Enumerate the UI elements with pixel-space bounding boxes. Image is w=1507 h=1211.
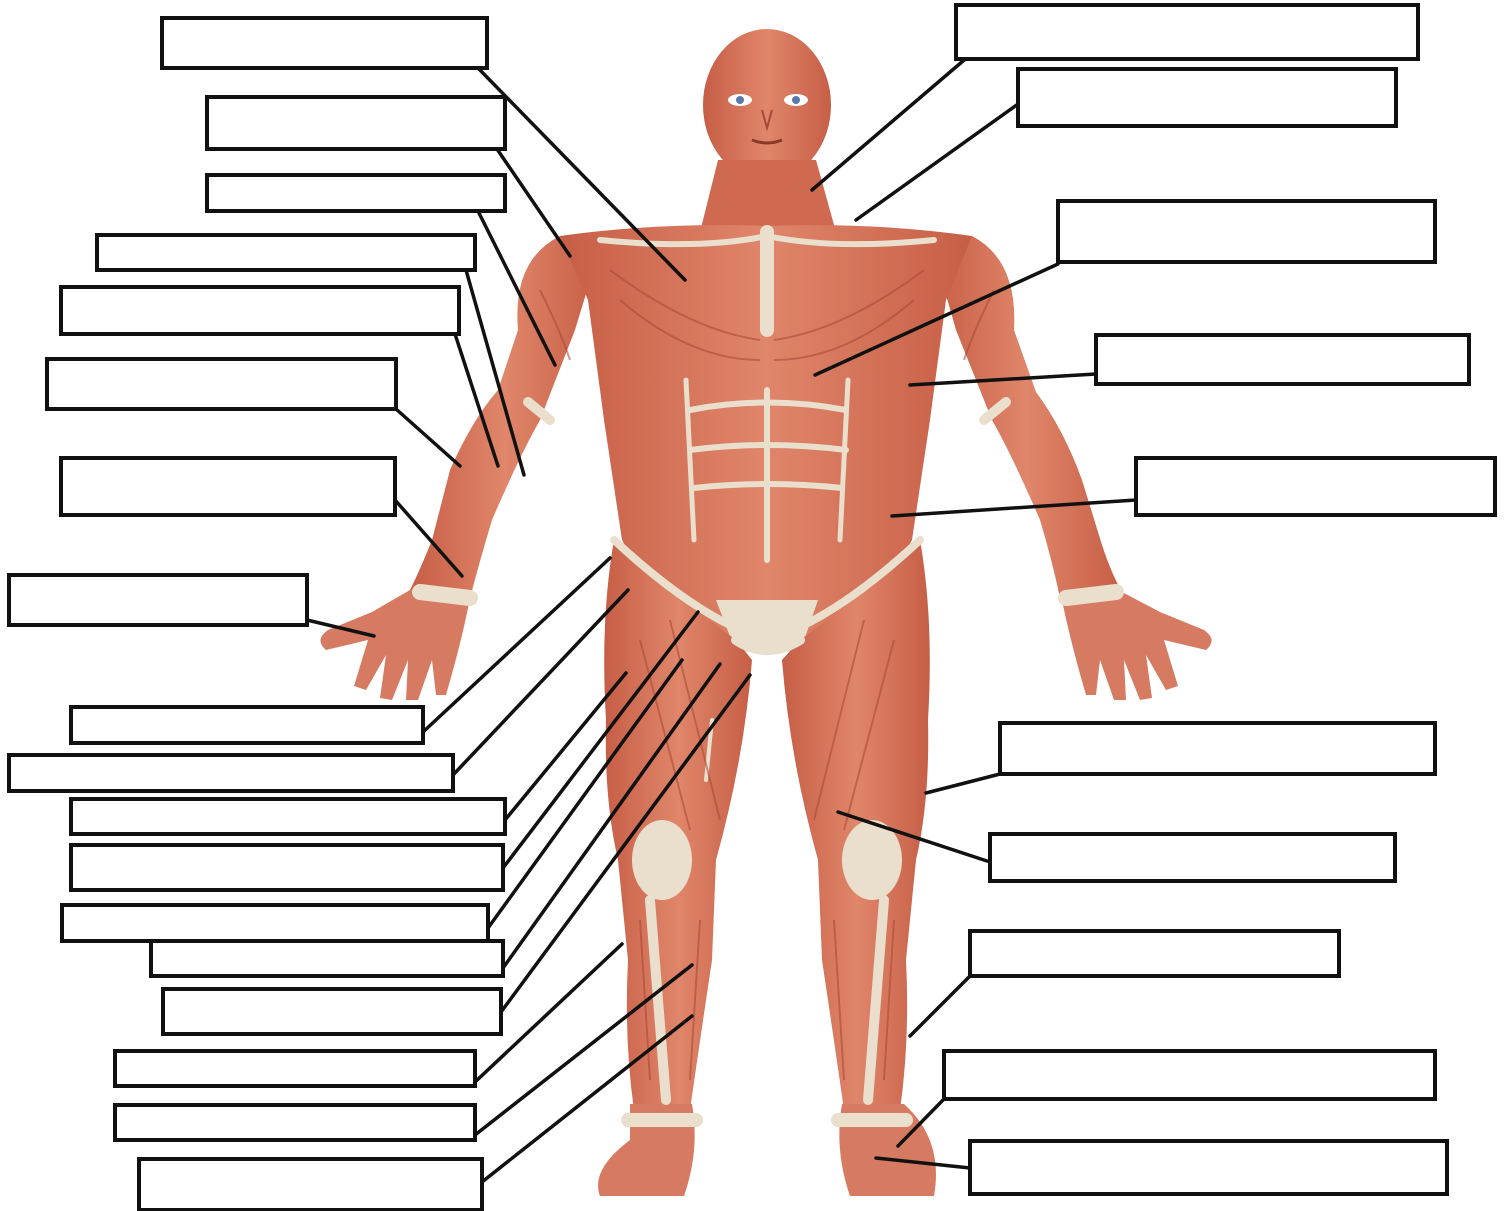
neck (700, 160, 836, 232)
label-box-21[interactable] (1058, 201, 1435, 262)
label-box-10[interactable] (9, 755, 453, 791)
arm-right (932, 236, 1122, 598)
label-box-17[interactable] (115, 1105, 475, 1140)
label-box-13[interactable] (62, 905, 488, 941)
label-box-4[interactable] (97, 235, 475, 270)
label-box-3[interactable] (207, 175, 505, 211)
label-box-16[interactable] (115, 1051, 475, 1086)
label-box-23[interactable] (1136, 458, 1495, 515)
head (703, 29, 831, 181)
label-box-26[interactable] (970, 931, 1339, 976)
label-box-6[interactable] (47, 359, 396, 409)
label-box-2[interactable] (207, 97, 505, 149)
label-box-9[interactable] (71, 707, 423, 743)
label-box-7[interactable] (61, 458, 395, 515)
label-box-27[interactable] (944, 1051, 1435, 1099)
leader-line-10 (453, 590, 628, 775)
label-box-11[interactable] (71, 799, 505, 834)
leader-line-20 (856, 104, 1018, 220)
leader-line-24 (926, 774, 1000, 793)
label-box-8[interactable] (9, 575, 307, 625)
leader-line-2 (497, 149, 570, 256)
label-box-28[interactable] (970, 1141, 1447, 1194)
label-box-12[interactable] (71, 845, 503, 890)
label-box-15[interactable] (163, 989, 501, 1034)
label-box-19[interactable] (956, 5, 1418, 59)
hand-left (320, 590, 470, 700)
leader-line-6 (396, 409, 460, 466)
label-box-14[interactable] (151, 941, 503, 976)
leader-line-19 (812, 55, 970, 190)
leader-line-23 (892, 500, 1136, 516)
label-box-5[interactable] (61, 287, 459, 334)
label-box-24[interactable] (1000, 723, 1435, 774)
label-box-1[interactable] (162, 18, 487, 68)
label-box-20[interactable] (1018, 69, 1396, 126)
label-box-25[interactable] (990, 834, 1395, 881)
hand-right (1062, 592, 1212, 700)
label-box-18[interactable] (139, 1159, 482, 1210)
label-box-22[interactable] (1096, 335, 1469, 384)
leader-line-26 (910, 976, 970, 1036)
